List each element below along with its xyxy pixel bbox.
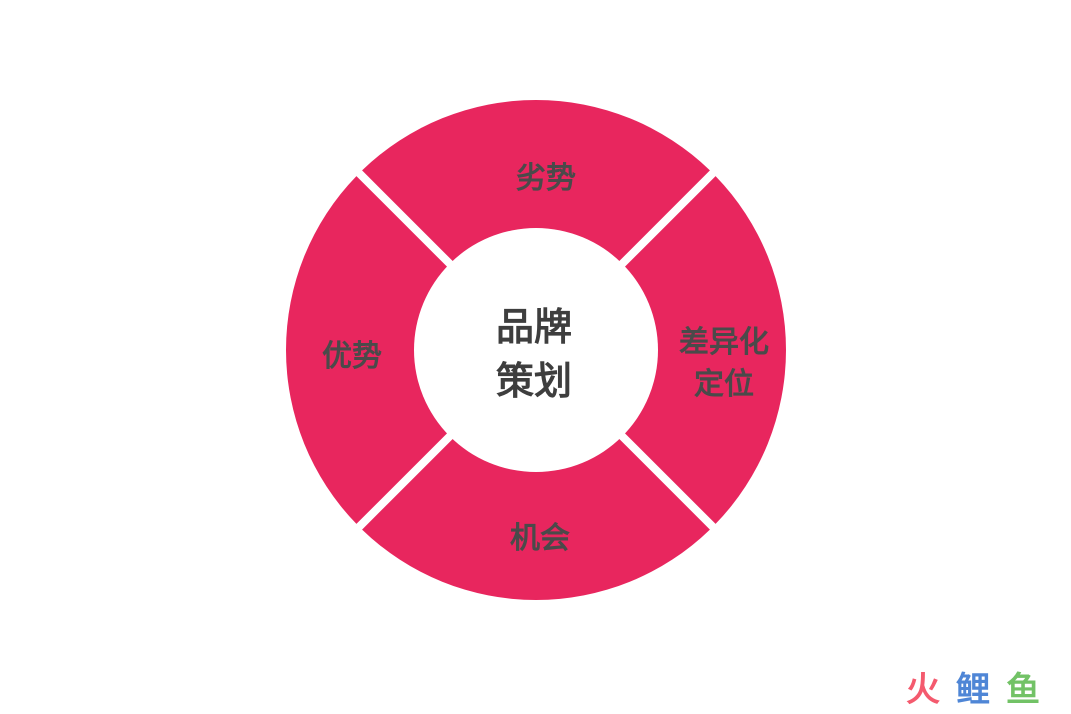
segment-bottom-opportunity <box>362 436 710 601</box>
center-circle <box>414 228 658 472</box>
watermark-char-2: 鲤 <box>956 670 990 708</box>
watermark-char-1: 火 <box>906 670 940 708</box>
label-top: 劣势 <box>516 161 576 196</box>
watermark-logo-glyphs: 火 鲤 鱼 <box>906 670 1040 708</box>
label-right-line1: 差异化 <box>679 325 769 360</box>
segment-left-strength <box>285 176 450 524</box>
label-bottom: 机会 <box>510 521 570 556</box>
segment-top-weakness <box>362 99 710 264</box>
center-label-line2: 策划 <box>496 359 572 403</box>
watermark-char-3: 鱼 <box>1006 670 1040 708</box>
segment-right-positioning <box>622 176 786 524</box>
label-left: 优势 <box>322 339 382 374</box>
center-label-line1: 品牌 <box>496 305 572 349</box>
watermark-logo: 火 鲤 鱼 <box>901 668 1051 708</box>
label-right-line2: 定位 <box>694 367 754 402</box>
